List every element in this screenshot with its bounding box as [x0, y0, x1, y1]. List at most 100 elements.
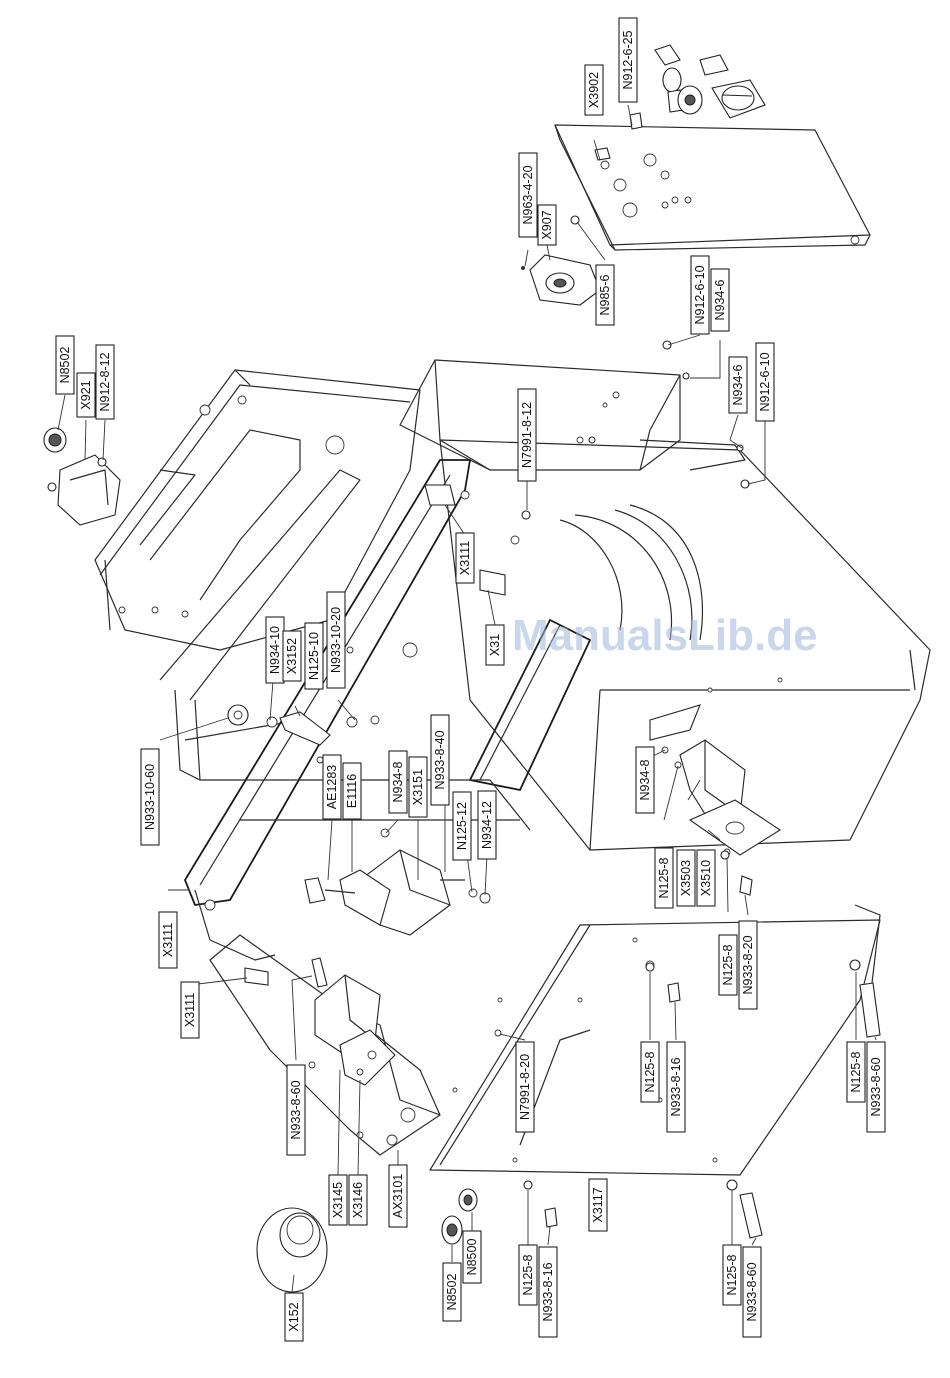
label-box — [452, 791, 472, 861]
label-box — [485, 624, 505, 666]
label-n934-8-a: N934-8 — [388, 750, 408, 814]
label-n8502-top: N8502 — [55, 335, 75, 395]
part-number-text: X3152 — [285, 638, 299, 674]
label-box — [618, 17, 638, 103]
label-ae1283: AE1283 — [322, 754, 342, 820]
label-x3151: X3151 — [408, 756, 428, 818]
label-ax3101: AX3101 — [388, 1164, 408, 1228]
label-box — [515, 1041, 535, 1133]
label-n912-6-25: N912-6-25 — [618, 17, 638, 103]
label-box — [635, 746, 655, 814]
label-n934-8-b: N934-8 — [635, 746, 655, 814]
label-box — [722, 1244, 742, 1306]
label-n963-4-20: N963-4-20 — [518, 152, 538, 238]
block-e1116 — [339, 869, 391, 926]
part-number-text: N125-12 — [455, 802, 469, 850]
part-number-text: N7991-8-12 — [520, 402, 534, 468]
label-box — [430, 714, 450, 806]
part-number-text: X3503 — [679, 860, 693, 896]
label-n934-6-b: N934-6 — [728, 356, 748, 414]
label-box — [755, 342, 775, 422]
part-number-text: N985-6 — [598, 274, 612, 315]
bracket-x3111-mid — [479, 569, 506, 596]
label-box — [517, 388, 537, 482]
part-number-text: N933-8-40 — [433, 730, 447, 789]
part-number-text: N125-10 — [307, 632, 321, 680]
label-n125-12: N125-12 — [452, 791, 472, 861]
knob-x152 — [256, 1207, 328, 1293]
switch-knobs — [629, 44, 766, 130]
part-number-text: X3151 — [411, 769, 425, 805]
label-box — [55, 335, 75, 395]
label-n933-8-60-c: N933-8-60 — [742, 1246, 762, 1338]
label-box — [286, 1064, 306, 1156]
label-x3503: X3503 — [676, 849, 696, 907]
label-box — [442, 1262, 462, 1322]
spacer-x3152 — [279, 711, 331, 746]
connector-x921 — [43, 427, 121, 526]
label-box — [180, 981, 200, 1039]
label-n933-8-16-a: N933-8-16 — [666, 1041, 686, 1133]
left-rail — [184, 459, 471, 906]
part-number-text: X3111 — [183, 993, 197, 1027]
label-n912-6-10-a: N912-6-10 — [690, 255, 710, 335]
label-box — [348, 1174, 368, 1226]
part-number-text: N8502 — [58, 347, 72, 384]
label-box — [710, 268, 730, 332]
label-box — [326, 591, 346, 689]
label-box — [846, 1041, 866, 1103]
part-number-text: N912-6-10 — [693, 265, 707, 324]
part-number-text: N963-4-20 — [521, 165, 535, 224]
label-n934-10: N934-10 — [265, 616, 285, 684]
plate-x3146 — [339, 1029, 396, 1086]
label-n933-8-60-b: N933-8-60 — [286, 1064, 306, 1156]
label-n125-8-b: N125-8 — [718, 934, 738, 996]
label-box — [654, 847, 674, 909]
housing-x907 — [521, 254, 601, 306]
part-number-text: N125-8 — [725, 1254, 739, 1295]
bracket-x3111-upper — [424, 484, 456, 506]
label-box — [666, 1041, 686, 1133]
label-box — [477, 790, 497, 860]
switches-n8502-n8500 — [441, 1188, 478, 1245]
part-number-text: N125-8 — [643, 1051, 657, 1092]
label-box — [455, 532, 475, 584]
label-n125-8-e: N125-8 — [518, 1244, 538, 1306]
part-number-text: N934-6 — [713, 279, 727, 320]
label-box — [866, 1041, 886, 1133]
label-n125-8-d: N125-8 — [846, 1041, 866, 1103]
label-x3152: X3152 — [282, 630, 302, 682]
label-box — [462, 1230, 482, 1284]
label-box — [328, 1174, 348, 1226]
part-number-text: X3510 — [699, 860, 713, 896]
bracket-x3111-lower — [244, 967, 269, 986]
label-x3510: X3510 — [696, 849, 716, 907]
part-number-text: N933-10-20 — [329, 607, 343, 673]
label-n125-8-a: N125-8 — [654, 847, 674, 909]
part-number-text: N934-6 — [731, 364, 745, 405]
label-box — [408, 756, 428, 818]
part-number-text: E1116 — [345, 774, 359, 808]
label-n933-8-40: N933-8-40 — [430, 714, 450, 806]
label-n933-8-16-b: N933-8-16 — [538, 1246, 558, 1338]
control-panel-x3902 — [554, 124, 871, 246]
label-n933-10-60: N933-10-60 — [140, 748, 160, 846]
frame-drawing — [43, 44, 931, 1293]
label-box — [518, 152, 538, 238]
label-box — [322, 754, 342, 820]
part-number-text: N934-8 — [638, 759, 652, 800]
label-n7991-8-12: N7991-8-12 — [517, 388, 537, 482]
label-n125-8-f: N125-8 — [722, 1244, 742, 1306]
label-x3111-d: X3111 — [180, 981, 200, 1039]
label-box — [690, 255, 710, 335]
label-n8500: N8500 — [462, 1230, 482, 1284]
label-box — [718, 934, 738, 996]
label-box — [388, 750, 408, 814]
label-n912-6-10-b: N912-6-10 — [755, 342, 775, 422]
right-rail — [469, 619, 591, 791]
label-n125-8-c: N125-8 — [640, 1041, 660, 1103]
part-number-text: X3902 — [587, 72, 601, 108]
label-box — [538, 1246, 558, 1338]
part-number-text: N125-8 — [521, 1254, 535, 1295]
